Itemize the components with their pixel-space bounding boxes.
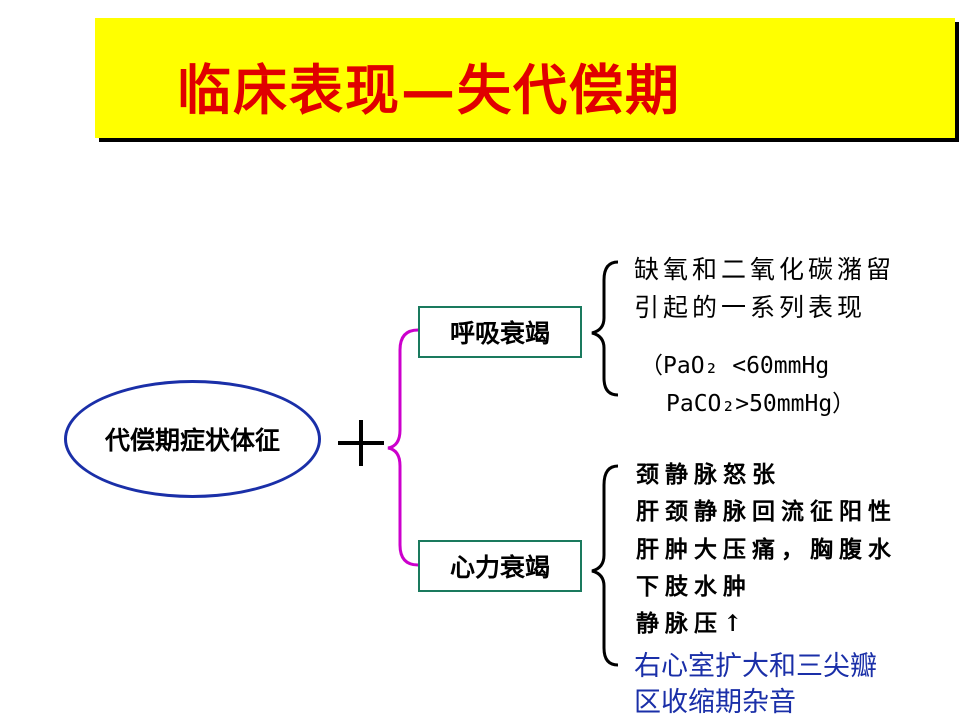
slide-title: 临床表现—失代偿期	[177, 58, 681, 122]
heart-sign-blue-2: 区收缩期杂音	[634, 687, 796, 718]
title-banner: 临床表现—失代偿期	[95, 18, 955, 138]
heart-sign-1: 颈静脉怒张	[636, 461, 781, 488]
main-node-ellipse: 代偿期症状体征	[64, 380, 321, 498]
pao2-value: （PaO₂ <60mmHg	[640, 353, 830, 379]
respiratory-failure-label: 呼吸衰竭	[449, 319, 550, 348]
heart-detail-brace	[591, 464, 619, 667]
heart-sign-2: 肝颈静脉回流征阳性	[636, 498, 897, 525]
respiratory-desc-line2: 引起的一系列表现	[634, 293, 867, 322]
heart-sign-4: 下肢水肿	[636, 573, 752, 600]
heart-sign-blue-1: 右心室扩大和三尖瓣	[634, 651, 877, 682]
main-node-label: 代偿期症状体征	[104, 426, 280, 455]
heart-failure-box: 心力衰竭	[418, 540, 582, 592]
plus-sign	[338, 418, 388, 468]
heart-sign-5: 静脉压↑	[636, 610, 749, 637]
heart-failure-label: 心力衰竭	[449, 553, 550, 582]
respiratory-failure-box: 呼吸衰竭	[418, 306, 582, 358]
respiratory-desc-line1: 缺氧和二氧化碳潴留	[634, 255, 896, 284]
magenta-branch-brace	[387, 328, 419, 567]
paco2-value: PaCO₂>50mmHg）	[666, 391, 856, 417]
respiratory-detail-brace	[591, 260, 619, 397]
heart-sign-3: 肝肿大压痛，胸腹水	[636, 536, 897, 563]
